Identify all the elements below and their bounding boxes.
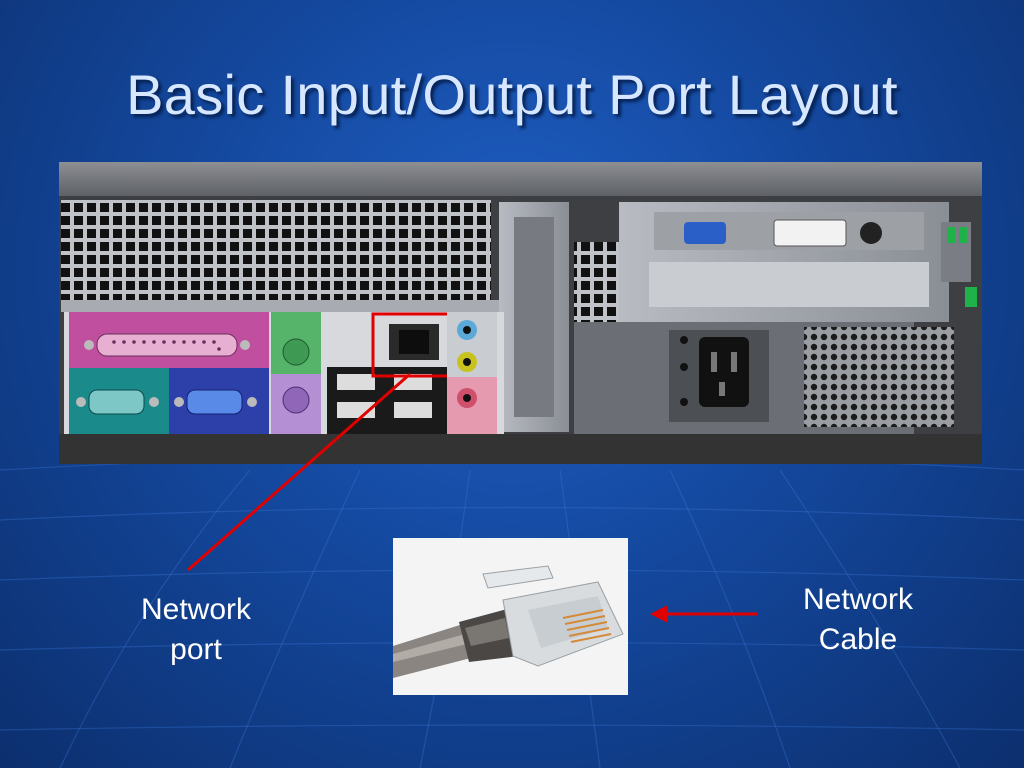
network-port-label: Network port bbox=[108, 590, 284, 670]
network-cable-label: Network Cable bbox=[770, 580, 946, 660]
rj45-plug-photo bbox=[393, 538, 628, 695]
network-port-label-line1: Network bbox=[140, 593, 252, 626]
network-cable-label-line2: Cable bbox=[818, 623, 898, 656]
slide-title: Basic Input/Output Port Layout bbox=[126, 63, 898, 126]
rear-io-panel-photo bbox=[59, 162, 982, 464]
network-cable-label-line1: Network bbox=[802, 583, 914, 616]
network-port-label-line2: port bbox=[170, 633, 222, 666]
